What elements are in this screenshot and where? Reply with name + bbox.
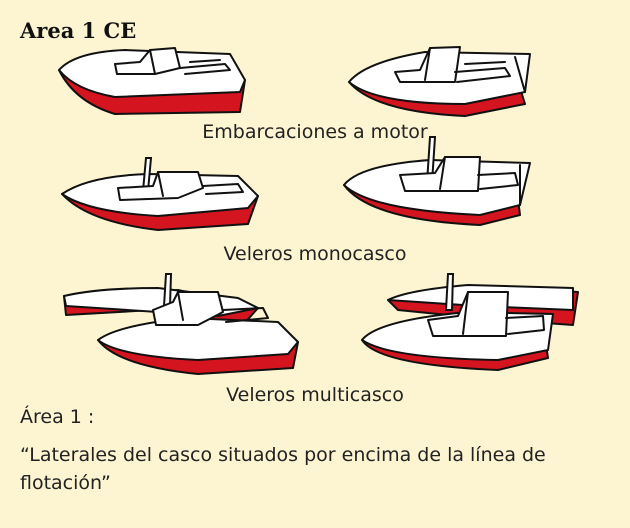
sailboat-multihull-side-icon [63,273,299,375]
sailboat-monohull-side-icon [61,157,259,231]
panel-title: Area 1 CE [20,18,137,43]
motor-boat-rear-icon [348,46,531,117]
sailboat-multihull-rear-icon [361,273,579,371]
caption-multihull-sailboats: Veleros multicasco [226,384,404,406]
motor-boat-side-icon [58,47,246,115]
area-label: Área 1 : [20,406,95,428]
caption-motor-boats: Embarcaciones a motor [202,121,428,143]
sailboat-monohull-rear-icon [343,136,531,226]
caption-monohull-sailboats: Veleros monocasco [223,243,407,265]
area-description: “Laterales del casco situados por encima… [20,444,546,494]
